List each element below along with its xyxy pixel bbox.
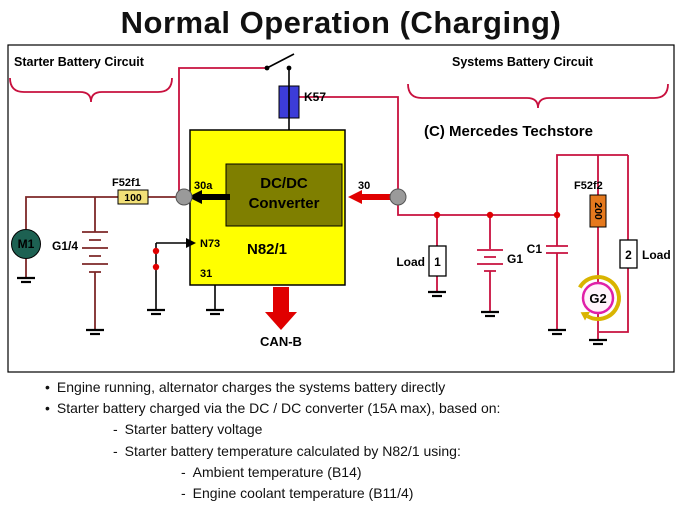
note-line: -Ambient temperature (B14) (45, 462, 665, 483)
note-marker: - (113, 421, 118, 438)
ground-symbols (15, 276, 609, 346)
note-marker: - (181, 485, 186, 502)
relay-k57-label: K57 (304, 90, 326, 104)
schematic-svg: Starter Battery Circuit Systems Battery … (7, 44, 675, 373)
terminal-n73-label: N73 (200, 238, 220, 250)
n73-arrow-icon (186, 238, 196, 248)
g2-rotation-arrow-icon (578, 275, 621, 321)
converter-label-line1: DC/DC (260, 175, 308, 192)
starter-circuit-brace (9, 77, 173, 103)
note-text: Starter battery charged via the DC / DC … (56, 400, 501, 417)
fuse-f52f1-box (117, 189, 149, 205)
note-line: • Engine running, alternator charges the … (45, 377, 665, 398)
note-line: -Starter battery voltage (45, 419, 665, 440)
g2-rotation-arrowhead-icon (580, 311, 590, 321)
current-arrow-30-icon (348, 190, 396, 204)
note-marker: • (45, 400, 50, 417)
terminal-30a-label: 30a (194, 180, 213, 192)
note-text: Engine coolant temperature (B11/4) (192, 485, 414, 502)
note-line: -Starter battery temperature calculated … (45, 441, 665, 462)
battery-g1-label: G1 (507, 252, 523, 266)
fuse-f52f1-label: F52f1 (112, 177, 141, 189)
generator-g2-label: G2 (589, 291, 606, 306)
fuse-f52f2-label: F52f2 (574, 180, 603, 192)
terminal-31-label: 31 (200, 268, 212, 280)
load2-label: Load (642, 248, 671, 262)
fuse-f52f2-box (589, 194, 607, 228)
load1-number: 1 (434, 255, 441, 269)
note-text: Ambient temperature (B14) (192, 463, 362, 480)
load1-label: Load (396, 255, 425, 269)
relay-switch-contacts (264, 65, 292, 71)
dcdc-converter-box (225, 163, 343, 227)
note-text: Engine running, alternator charges the s… (56, 379, 446, 395)
systems-circuit-label: Systems Battery Circuit (452, 55, 594, 69)
note-text: Starter battery temperature calculated b… (124, 442, 461, 459)
notes-list: • Engine running, alternator charges the … (45, 377, 665, 504)
watermark-text: (C) Mercedes Techstore (424, 123, 593, 140)
fuse-f52f2-value: 200 (592, 202, 604, 220)
terminal-dot-30 (389, 188, 407, 206)
canb-label: CAN-B (260, 334, 302, 349)
starter-circuit-label: Starter Battery Circuit (14, 55, 145, 69)
current-arrow-30a-icon (188, 190, 230, 204)
note-line: • Starter battery charged via the DC / DC… (45, 398, 665, 419)
battery-g1-4-label: G1/4 (52, 239, 78, 253)
fuse-f52f1-value: 100 (124, 192, 142, 204)
terminal-30-label: 30 (358, 180, 370, 192)
junction-dots (152, 211, 561, 271)
note-marker: - (181, 463, 186, 480)
diagram-frame (7, 44, 675, 373)
note-marker: - (113, 442, 118, 459)
motor-m1-circle (11, 229, 41, 259)
terminal-dot-30a (175, 188, 193, 206)
load1-box (428, 245, 447, 277)
page-title: Normal Operation (Charging) (120, 5, 562, 40)
systems-circuit-brace (407, 83, 669, 109)
n82-label: N82/1 (247, 241, 287, 258)
converter-label-line2: Converter (249, 195, 320, 212)
generator-g2-circle (581, 281, 615, 315)
note-marker: • (45, 379, 50, 395)
load2-number: 2 (625, 248, 632, 262)
note-line: -Engine coolant temperature (B11/4) (45, 483, 665, 504)
capacitor-c1-label: C1 (527, 242, 543, 256)
note-text: Starter battery voltage (124, 421, 263, 438)
canb-arrow-icon (265, 287, 297, 330)
motor-m1-label: M1 (18, 237, 35, 251)
load2-box (619, 239, 638, 269)
